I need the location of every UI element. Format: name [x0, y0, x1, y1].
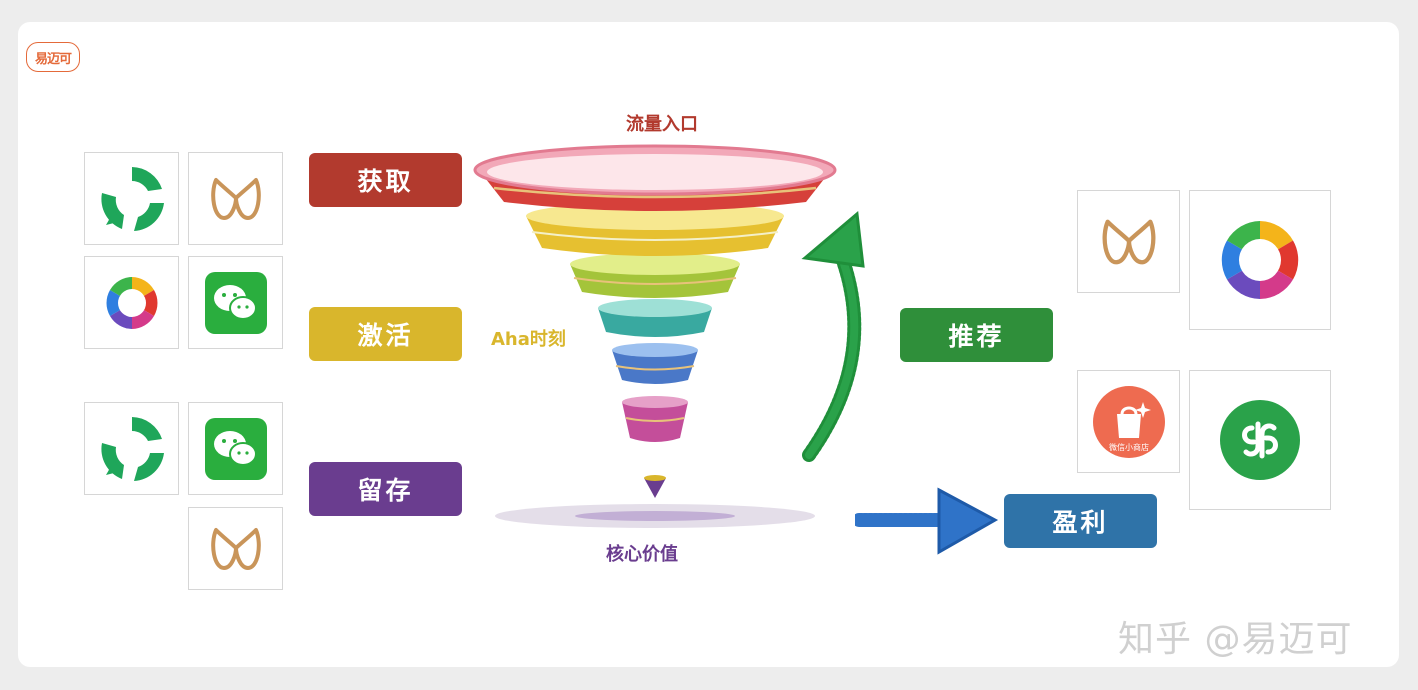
weixin-shop-icon: 微信小商店: [1077, 370, 1180, 473]
recommend-arrow: [801, 211, 865, 462]
stage-profit-label: 盈利: [1004, 494, 1157, 548]
butterfly-logo-icon: [188, 507, 283, 590]
wechat-icon: [188, 402, 283, 495]
stage-recommend-label: 推荐: [900, 308, 1053, 362]
funnel-graphic: [473, 144, 837, 528]
butterfly-logo-icon: [1077, 190, 1180, 293]
stage-acquire-label: 获取: [309, 153, 462, 207]
aha-moment-label: Aha时刻: [491, 329, 566, 350]
stage-activate-label: 激活: [309, 307, 462, 361]
butterfly-logo-icon: [188, 152, 283, 245]
funnel-bottom-label: 核心价值: [606, 544, 678, 565]
profit-arrow: [855, 487, 999, 555]
weixin-shop-caption: 微信小商店: [1109, 442, 1149, 452]
green-cycle-icon: [84, 402, 179, 495]
brand-logo: 易迈可: [26, 42, 80, 72]
rainbow-aperture-icon: [84, 256, 179, 349]
stage-retain-label: 留存: [309, 462, 462, 516]
green-cycle-icon: [84, 152, 179, 245]
wechat-icon: [188, 256, 283, 349]
watermark: 知乎 @易迈可: [1118, 619, 1353, 660]
mini-program-icon: [1189, 370, 1331, 510]
funnel-top-label: 流量入口: [626, 114, 698, 135]
rainbow-aperture-icon: [1189, 190, 1331, 330]
